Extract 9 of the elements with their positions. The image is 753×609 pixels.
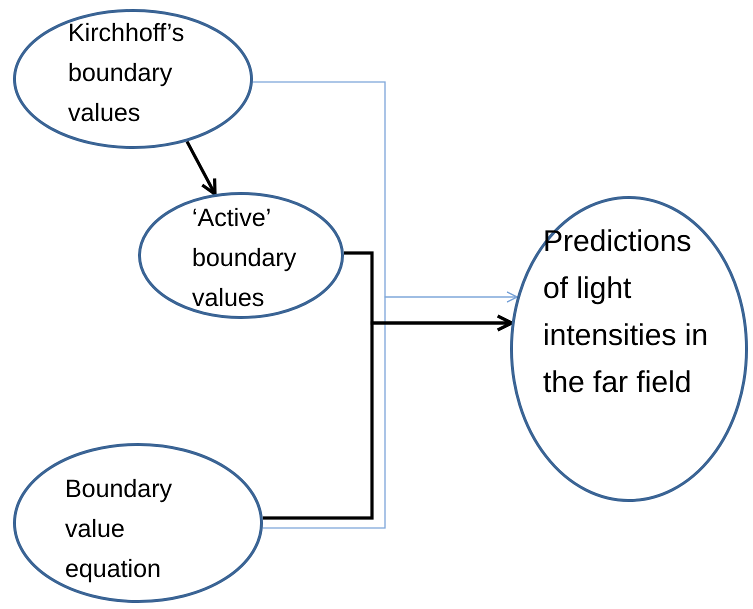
node-label: Predictions of light intensities in the far field xyxy=(543,224,710,401)
ellipse-node xyxy=(13,443,263,603)
node-label: Boundary value equation xyxy=(65,474,174,585)
ellipse-node xyxy=(13,9,253,149)
node-label: ‘Active’ boundary values xyxy=(192,203,298,314)
node-label: Kirchhoff’s boundary values xyxy=(68,18,186,129)
arrow xyxy=(186,140,217,196)
ellipse-node xyxy=(510,196,748,502)
ellipse-node xyxy=(138,192,344,319)
